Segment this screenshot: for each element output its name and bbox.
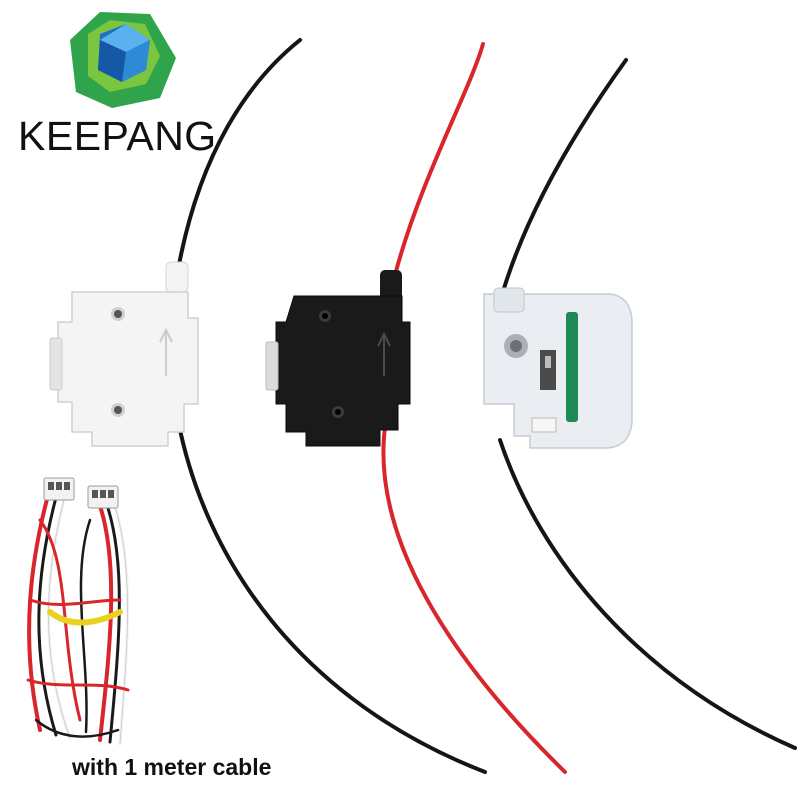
brand-name: KEEPANG (18, 113, 217, 159)
coiled-cable (26, 486, 130, 746)
clear-sensor-product (483, 58, 797, 750)
brand-logo-icon (70, 12, 176, 108)
black-sensor-product (265, 42, 567, 774)
cable-connectors (43, 477, 119, 509)
white-sensor-product (49, 38, 487, 774)
cable-caption: with 1 meter cable (72, 754, 272, 780)
